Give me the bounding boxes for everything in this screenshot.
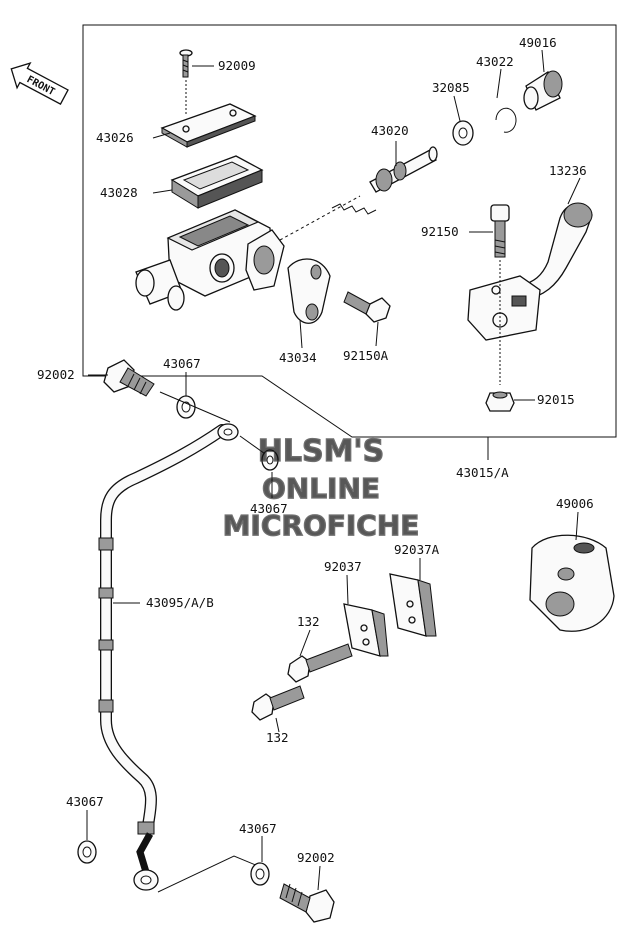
- assembly-frame: [82, 24, 617, 438]
- label-13236: 13236: [549, 163, 587, 178]
- cover-49006: [529, 534, 615, 632]
- label-49016: 49016: [519, 35, 557, 50]
- label-92150A: 92150A: [343, 348, 389, 363]
- label-43028: 43028: [100, 185, 138, 200]
- leader-32085: [453, 95, 461, 122]
- label-92037: 92037: [324, 559, 362, 574]
- label-49006: 49006: [556, 496, 594, 511]
- label-43095AB: 43095/A/B: [146, 595, 214, 610]
- gasket-43067-mid: [261, 449, 279, 471]
- gasket-43067-top: [176, 395, 196, 419]
- label-32085: 32085: [432, 80, 470, 95]
- label-43026: 43026: [96, 130, 134, 145]
- bracket-92037A: [389, 573, 437, 637]
- label-43067-d: 43067: [239, 821, 277, 836]
- label-92015: 92015: [537, 392, 575, 407]
- label-43067-b: 43067: [250, 501, 288, 516]
- label-43015A: 43015/A: [456, 465, 509, 480]
- bolt-132-lower: [251, 685, 305, 721]
- boot-49016: [523, 70, 563, 111]
- label-43067-c: 43067: [66, 794, 104, 809]
- leader-132-a: [299, 629, 311, 657]
- reservoir-cap-43026: [160, 103, 257, 148]
- diaphragm-43028: [170, 155, 264, 209]
- washer-32085: [452, 120, 474, 146]
- banjo-bolt-92002-bottom: [279, 883, 335, 923]
- leader-92002-bottom: [317, 865, 321, 891]
- bolt-path-top: [159, 391, 231, 423]
- label-43020: 43020: [371, 123, 409, 138]
- label-92002-bottom: 92002: [297, 850, 335, 865]
- leader-49016: [541, 49, 545, 73]
- pivot-bolt-92150: [490, 204, 510, 258]
- watermark-line3: MICROFICHE: [223, 509, 420, 542]
- master-cylinder-body: [135, 209, 285, 311]
- label-92009: 92009: [218, 58, 256, 73]
- brake-hose-43095: [98, 423, 239, 891]
- leader-43034: [299, 319, 303, 349]
- front-direction-sign: FRONT: [10, 61, 69, 105]
- label-132-a: 132: [297, 614, 320, 629]
- label-43067-a: 43067: [163, 356, 201, 371]
- leader-43028: [152, 189, 173, 194]
- axis-piston: [279, 195, 361, 241]
- lever-13236: [467, 202, 593, 341]
- watermark: HLSM'S ONLINE MICROFICHE: [222, 433, 420, 542]
- leader-49006: [575, 511, 579, 541]
- watermark-line2: ONLINE: [262, 472, 380, 505]
- label-92002-top: 92002: [37, 367, 75, 382]
- gasket-43067-lower-left: [77, 840, 97, 864]
- bolt-92150A: [343, 291, 391, 323]
- bracket-92037: [343, 603, 389, 657]
- leader-92150A: [375, 321, 379, 347]
- leader-92037: [346, 574, 349, 605]
- clamp-43034: [287, 258, 331, 324]
- label-43022: 43022: [476, 54, 514, 69]
- leader-43026: [152, 132, 171, 139]
- label-92037A: 92037A: [394, 542, 440, 557]
- bolt-path-bottom: [157, 855, 259, 893]
- circlip-43022: [495, 107, 517, 133]
- leader-13236: [567, 177, 581, 205]
- piston-assembly-43020: [331, 146, 438, 215]
- label-132-b: 132: [266, 730, 289, 745]
- label-92150: 92150: [421, 224, 459, 239]
- banjo-bolt-92002-top: [103, 359, 155, 397]
- leader-132-b: [275, 717, 280, 733]
- gasket-path-mid: [239, 435, 269, 457]
- screw-92009: [179, 49, 193, 78]
- watermark-line1: HLSM'S: [258, 434, 384, 469]
- gasket-43067-lower-right: [250, 862, 270, 886]
- label-43034: 43034: [279, 350, 317, 365]
- leader-43022: [496, 68, 502, 99]
- bolt-132-upper: [287, 643, 353, 683]
- nut-92015: [485, 391, 515, 412]
